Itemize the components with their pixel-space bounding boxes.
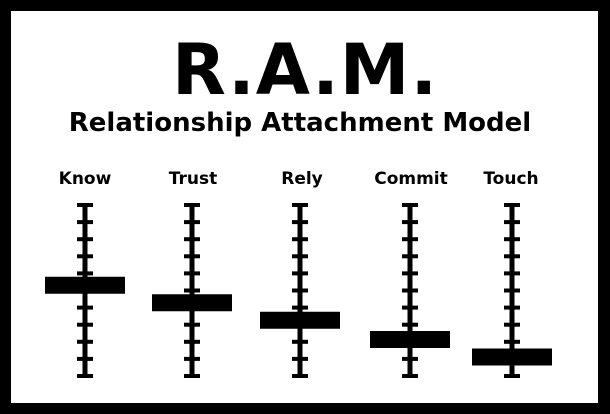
slider-touch bbox=[472, 348, 552, 366]
slider-commit bbox=[370, 331, 450, 348]
scale-rely bbox=[260, 203, 340, 378]
slider-trust bbox=[152, 294, 232, 312]
slider-know bbox=[45, 276, 125, 294]
scale-trust bbox=[152, 203, 232, 378]
diagram-subtitle: Relationship Attachment Model bbox=[68, 108, 532, 138]
scale-label-know: Know bbox=[58, 169, 112, 189]
slider-rely bbox=[260, 311, 340, 329]
scale-label-rely: Rely bbox=[281, 169, 323, 189]
scale-label-commit: Commit bbox=[374, 169, 448, 189]
scale-label-trust: Trust bbox=[168, 169, 218, 189]
scale-know bbox=[45, 203, 125, 378]
diagram-title: R.A.M. bbox=[171, 29, 439, 111]
scale-label-touch: Touch bbox=[483, 169, 539, 189]
scale-commit bbox=[370, 203, 450, 378]
scale-touch bbox=[472, 203, 552, 378]
